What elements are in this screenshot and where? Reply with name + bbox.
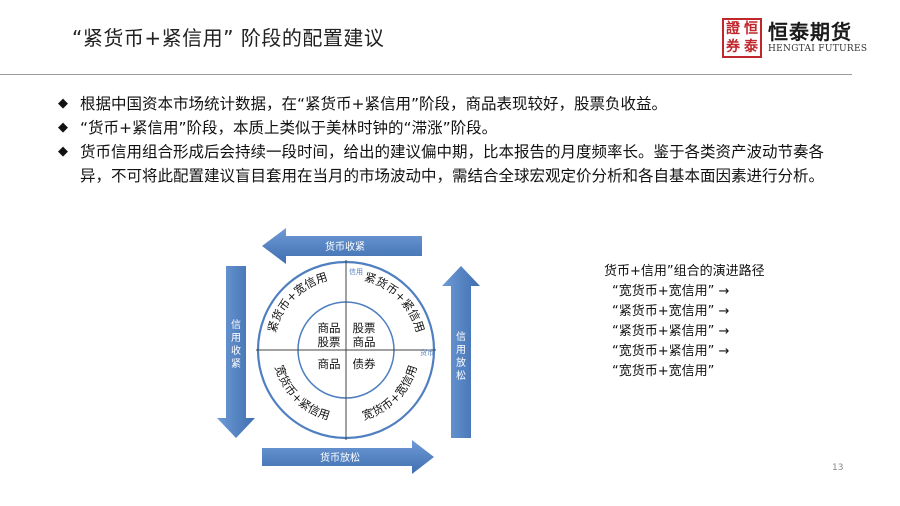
logo-seal-char: 恒 — [744, 21, 758, 37]
bullet-text: “货币+紧信用”阶段，本质上类似于美林时钟的“滞涨”阶段。 — [80, 119, 498, 137]
inner-label-tl-1: 商品 — [318, 321, 341, 335]
header-divider — [0, 74, 852, 75]
ring-label-tr: 紧货币+紧信用 — [363, 270, 427, 334]
legend-stage: “宽货币+宽信用” — [612, 364, 715, 379]
bullet-item: ◆ 根据中国资本市场统计数据，在“紧货币+紧信用”阶段，商品表现较好，股票负收益… — [58, 92, 848, 116]
arrow-label-top: 货币收紧 — [325, 240, 365, 253]
inner-label-bl: 商品 — [318, 357, 341, 371]
logo-name-en: HENGTAI FUTURES — [768, 44, 868, 54]
axis-label-credit: 信用 — [349, 267, 363, 276]
arrow-label-right: 信用放松 — [456, 331, 466, 382]
ring-label-br: 宽货币+宽信用 — [360, 363, 419, 422]
page-title: “紧货币+紧信用” 阶段的配置建议 — [72, 26, 385, 50]
inner-circle — [297, 301, 395, 399]
legend-arrow-icon: → — [718, 304, 730, 319]
bullet-text: 根据中国资本市场统计数据，在“紧货币+紧信用”阶段，商品表现较好，股票负收益。 — [80, 95, 668, 113]
legend-stage: “宽货币+宽信用” — [612, 284, 715, 299]
inner-label-tr-1: 股票 — [353, 321, 376, 335]
inner-label-tr-2: 商品 — [353, 335, 376, 349]
legend-stage: “宽货币+紧信用” — [612, 344, 715, 359]
axis-label-money: 货币 — [420, 348, 434, 357]
arrow-credit-easing: 信用放松 — [442, 266, 480, 438]
bullet-list: ◆ 根据中国资本市场统计数据，在“紧货币+紧信用”阶段，商品表现较好，股票负收益… — [58, 92, 848, 188]
legend-row: “宽货币+紧信用” → — [604, 342, 765, 362]
arrow-credit-tightening: 信用收紧 — [217, 266, 255, 438]
legend-row: “紧货币+紧信用” → — [604, 322, 765, 342]
ring-label-tl: 紧货币+宽信用 — [265, 270, 329, 334]
diamond-bullet-icon: ◆ — [58, 96, 68, 111]
logo-seal-char: 券 — [726, 39, 740, 55]
bullet-item: ◆ 货币信用组合形成后会持续一段时间，给出的建议偏中期，比本报告的月度频率长。鉴… — [58, 140, 848, 188]
ring-label-bl: 宽货币+紧信用 — [272, 363, 331, 422]
arrow-label-left: 信用收紧 — [231, 319, 241, 370]
legend-arrow-icon: → — [718, 284, 730, 299]
legend-stage: “紧货币+宽信用” — [612, 304, 715, 319]
logo-name-cn: 恒泰期货 — [768, 20, 852, 44]
evolution-path-legend: 货币+信用”组合的演进路径 “宽货币+宽信用” → “紧货币+宽信用” → “紧… — [604, 262, 765, 382]
legend-row: “宽货币+宽信用” — [604, 362, 765, 382]
arrow-label-bottom: 货币放松 — [320, 451, 360, 464]
legend-row: “紧货币+宽信用” → — [604, 302, 765, 322]
legend-title: 货币+信用”组合的演进路径 — [604, 264, 765, 279]
inner-label-tl-2: 股票 — [318, 335, 341, 349]
logo-seal-icon: 證 恒 券 泰 — [722, 18, 762, 58]
diamond-bullet-icon: ◆ — [58, 120, 68, 135]
legend-arrow-icon: → — [718, 344, 730, 359]
logo-seal-char: 證 — [726, 21, 740, 37]
legend-row: “宽货币+宽信用” → — [604, 282, 765, 302]
logo-seal-char: 泰 — [744, 39, 758, 55]
page-number: 13 — [832, 463, 844, 473]
arrow-money-tightening: 货币收紧 — [262, 228, 422, 264]
bullet-text: 货币信用组合形成后会持续一段时间，给出的建议偏中期，比本报告的月度频率长。鉴于各… — [80, 143, 825, 185]
inner-label-br: 债券 — [353, 357, 376, 371]
diamond-bullet-icon: ◆ — [58, 144, 68, 159]
arrow-money-easing: 货币放松 — [262, 440, 434, 474]
legend-stage: “紧货币+紧信用” — [612, 324, 715, 339]
legend-arrow-icon: → — [718, 324, 730, 339]
bullet-item: ◆ “货币+紧信用”阶段，本质上类似于美林时钟的“滞涨”阶段。 — [58, 116, 848, 140]
outer-circle — [256, 260, 436, 440]
